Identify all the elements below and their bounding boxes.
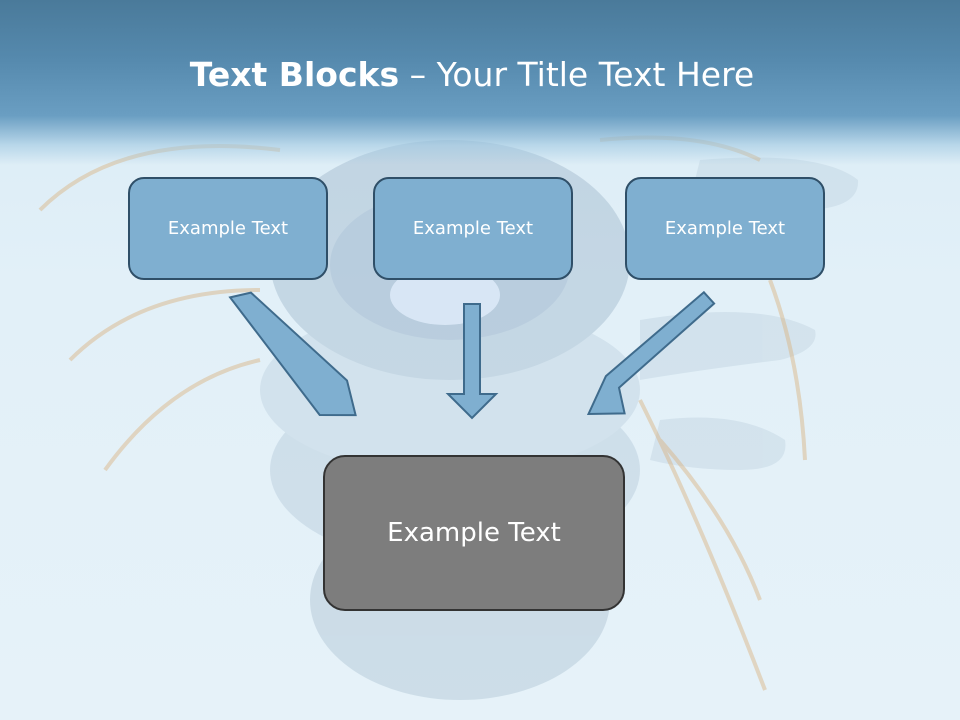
text-block-left-label: Example Text	[167, 218, 289, 239]
page-title: Text Blocks – Your Title Text Here	[0, 55, 944, 94]
title-rest: Your Title Text Here	[436, 55, 755, 94]
text-block-right-label: Example Text	[664, 218, 786, 239]
arrow-center	[445, 303, 499, 420]
text-block-bottom-label: Example Text	[387, 518, 561, 548]
text-block-center-label: Example Text	[412, 218, 534, 239]
text-block-center[interactable]: Example Text	[373, 177, 573, 280]
arrow-right	[586, 290, 716, 416]
text-block-left[interactable]: Example Text	[128, 177, 328, 280]
title-bold: Text Blocks	[189, 55, 400, 94]
title-separator: –	[399, 55, 437, 94]
header-band	[0, 0, 960, 165]
text-block-bottom[interactable]: Example Text	[323, 455, 625, 611]
text-block-right[interactable]: Example Text	[625, 177, 825, 280]
arrow-left	[228, 291, 357, 417]
